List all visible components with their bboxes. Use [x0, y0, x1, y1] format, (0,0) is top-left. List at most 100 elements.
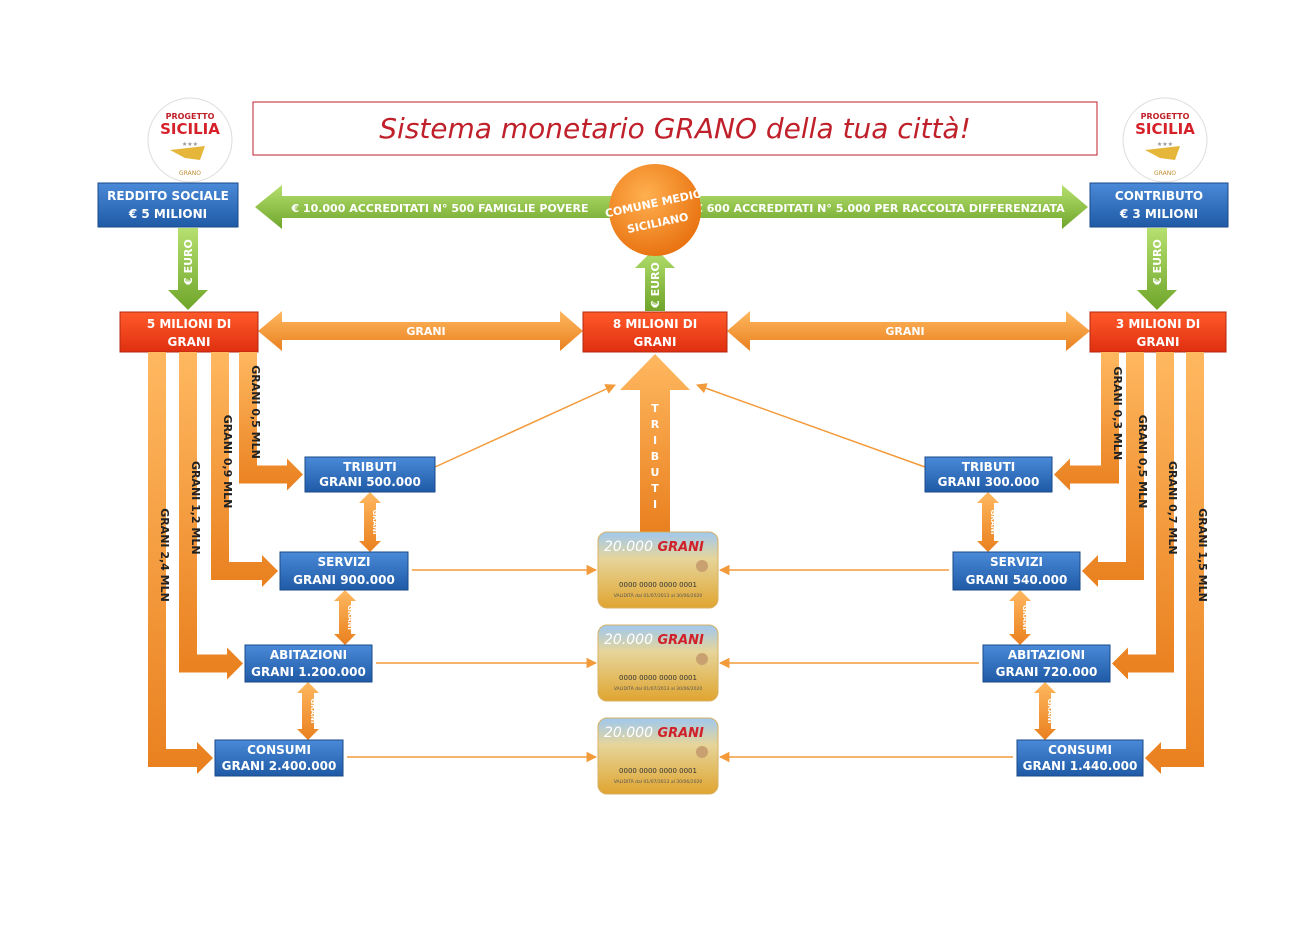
grani-box-left: 5 MILIONI DI GRANI [119, 311, 259, 353]
arrow-label: GRANI [1046, 698, 1054, 723]
arrow-label: GRANI [309, 698, 317, 723]
box-text: ABITAZIONI [270, 648, 347, 662]
right-flow-arrow-3: GRANI 0,7 MLN [1112, 352, 1179, 680]
grani-arrow-right: GRANI [727, 311, 1090, 351]
grani-double-arrow: GRANI [1034, 682, 1056, 740]
box-text: SERVIZI [318, 555, 371, 569]
logo-text: PROGETTO [1141, 112, 1190, 121]
card-validity: VALIDITÀ dal 01/07/2013 al 30/06/2020 [614, 685, 703, 692]
arrow-label: GRANI [346, 605, 354, 630]
logo-text: SICILIA [160, 120, 220, 138]
arrow-label: € EURO [182, 239, 195, 286]
card-number: 0000 0000 0000 0001 [619, 674, 697, 682]
flow-label: GRANI 0,9 MLN [221, 415, 234, 509]
grani-box-right: 3 MILIONI DI GRANI [1089, 311, 1227, 353]
arrow-label: € EURO [649, 262, 662, 309]
tributi-letter: T [651, 402, 659, 415]
comune-medio-siciliano: COMUNE MEDIO SICILIANO [604, 164, 703, 256]
box-text: GRANI [168, 335, 211, 349]
box-text: GRANI 1.200.000 [251, 665, 366, 679]
box-text: ABITAZIONI [1008, 648, 1085, 662]
card-amount: 20.000 GRANI [604, 539, 704, 555]
left-flow-arrow-4: GRANI 2,4 MLN [148, 352, 213, 774]
right-box-abitazioni: ABITAZIONI GRANI 720.000 [982, 644, 1111, 683]
logo-text: GRANO [1154, 170, 1176, 177]
left-flow-arrow-1: GRANI 0,5 MLN [239, 352, 303, 491]
grani-double-arrow: GRANI [359, 492, 381, 552]
arrow-label: GRANI [371, 509, 379, 534]
flow-label: GRANI 1,5 MLN [1196, 508, 1209, 602]
box-text: REDDITO SOCIALE [107, 189, 229, 203]
box-text: TRIBUTI [962, 460, 1015, 474]
box-text: 3 MILIONI DI [1116, 317, 1200, 331]
right-flow-arrow-1: GRANI 0,3 MLN [1054, 352, 1124, 491]
box-text: 5 MILIONI DI [147, 317, 231, 331]
tributi-letter: R [651, 418, 660, 431]
grani-arrow-left: GRANI [258, 311, 583, 351]
left-flow-arrow-3: GRANI 1,2 MLN [179, 352, 243, 680]
grani-card: 20.000 GRANI 0000 0000 0000 0001VALIDITÀ … [597, 624, 719, 702]
logo-text: ★★★ [1157, 141, 1173, 148]
green-arrow-right: € 600 ACCREDITATI N° 5.000 PER RACCOLTA … [694, 185, 1088, 229]
green-arrow-up-center: € EURO [635, 248, 675, 311]
logo-right: PROGETTO SICILIA ★★★ GRANO [1122, 97, 1208, 183]
flow-label: GRANI 1,2 MLN [189, 461, 202, 555]
right-flow-arrow-2: GRANI 0,5 MLN [1082, 352, 1149, 587]
arrow-label: GRANI [885, 325, 924, 338]
box-text: TRIBUTI [343, 460, 396, 474]
box-text: GRANI 500.000 [319, 475, 421, 489]
logo-text: ★★★ [182, 141, 198, 148]
box-text: GRANI 720.000 [996, 665, 1098, 679]
grani-double-arrow: GRANI [977, 492, 999, 552]
grani-box-center: 8 MILIONI DI GRANI [582, 311, 728, 353]
card-amount: 20.000 GRANI [604, 632, 704, 648]
left-flow-arrow-2: GRANI 0,9 MLN [211, 352, 278, 587]
arrow-label: GRANI [1021, 605, 1029, 630]
arrow-label: GRANI [989, 509, 997, 534]
arrow-label: GRANI [406, 325, 445, 338]
flow-label: GRANI 0,7 MLN [1166, 461, 1179, 555]
flow-label: GRANI 0,5 MLN [1136, 415, 1149, 509]
grani-double-arrow: GRANI [334, 590, 356, 645]
left-box-abitazioni: ABITAZIONI GRANI 1.200.000 [244, 644, 373, 683]
box-text: CONSUMI [1048, 743, 1112, 757]
box-text: CONTRIBUTO [1115, 189, 1203, 203]
grani-double-arrow: GRANI [1009, 590, 1031, 645]
thin-arrow [434, 384, 616, 468]
logo-text: SICILIA [1135, 120, 1195, 138]
green-arrow-down-left: € EURO [168, 228, 208, 310]
tributi-up-arrow: TRIBUTI [620, 354, 690, 532]
logo-text: GRANO [179, 170, 201, 177]
card-amount: 20.000 GRANI [604, 725, 704, 741]
box-text: € 3 MILIONI [1119, 207, 1198, 221]
box-text: 8 MILIONI DI [613, 317, 697, 331]
card-number: 0000 0000 0000 0001 [619, 581, 697, 589]
tributi-letter: I [653, 434, 657, 447]
arrow-label: € 10.000 ACCREDITATI N° 500 FAMIGLIE POV… [290, 202, 588, 215]
box-text: SERVIZI [990, 555, 1043, 569]
card-validity: VALIDITÀ dal 01/07/2013 al 30/06/2020 [614, 592, 703, 599]
box-text: GRANI [1137, 335, 1180, 349]
tributi-letter: B [651, 450, 659, 463]
flow-label: GRANI 2,4 MLN [158, 508, 171, 602]
green-arrow-down-right: € EURO [1137, 228, 1177, 310]
box-text: GRANI [634, 335, 677, 349]
right-flow-arrow-4: GRANI 1,5 MLN [1145, 352, 1209, 774]
box-text: € 5 MILIONI [128, 207, 207, 221]
card-validity: VALIDITÀ dal 01/07/2013 al 30/06/2020 [614, 778, 703, 785]
arrow-label: € EURO [1151, 239, 1164, 286]
reddito-sociale-box: REDDITO SOCIALE € 5 MILIONI [97, 182, 239, 228]
logo-left: PROGETTO SICILIA ★★★ GRANO [147, 97, 233, 183]
grani-card: 20.000 GRANI 0000 0000 0000 0001VALIDITÀ … [597, 531, 719, 609]
title-box [252, 101, 1098, 156]
logo-text: PROGETTO [166, 112, 215, 121]
flow-label: GRANI 0,5 MLN [249, 365, 262, 459]
